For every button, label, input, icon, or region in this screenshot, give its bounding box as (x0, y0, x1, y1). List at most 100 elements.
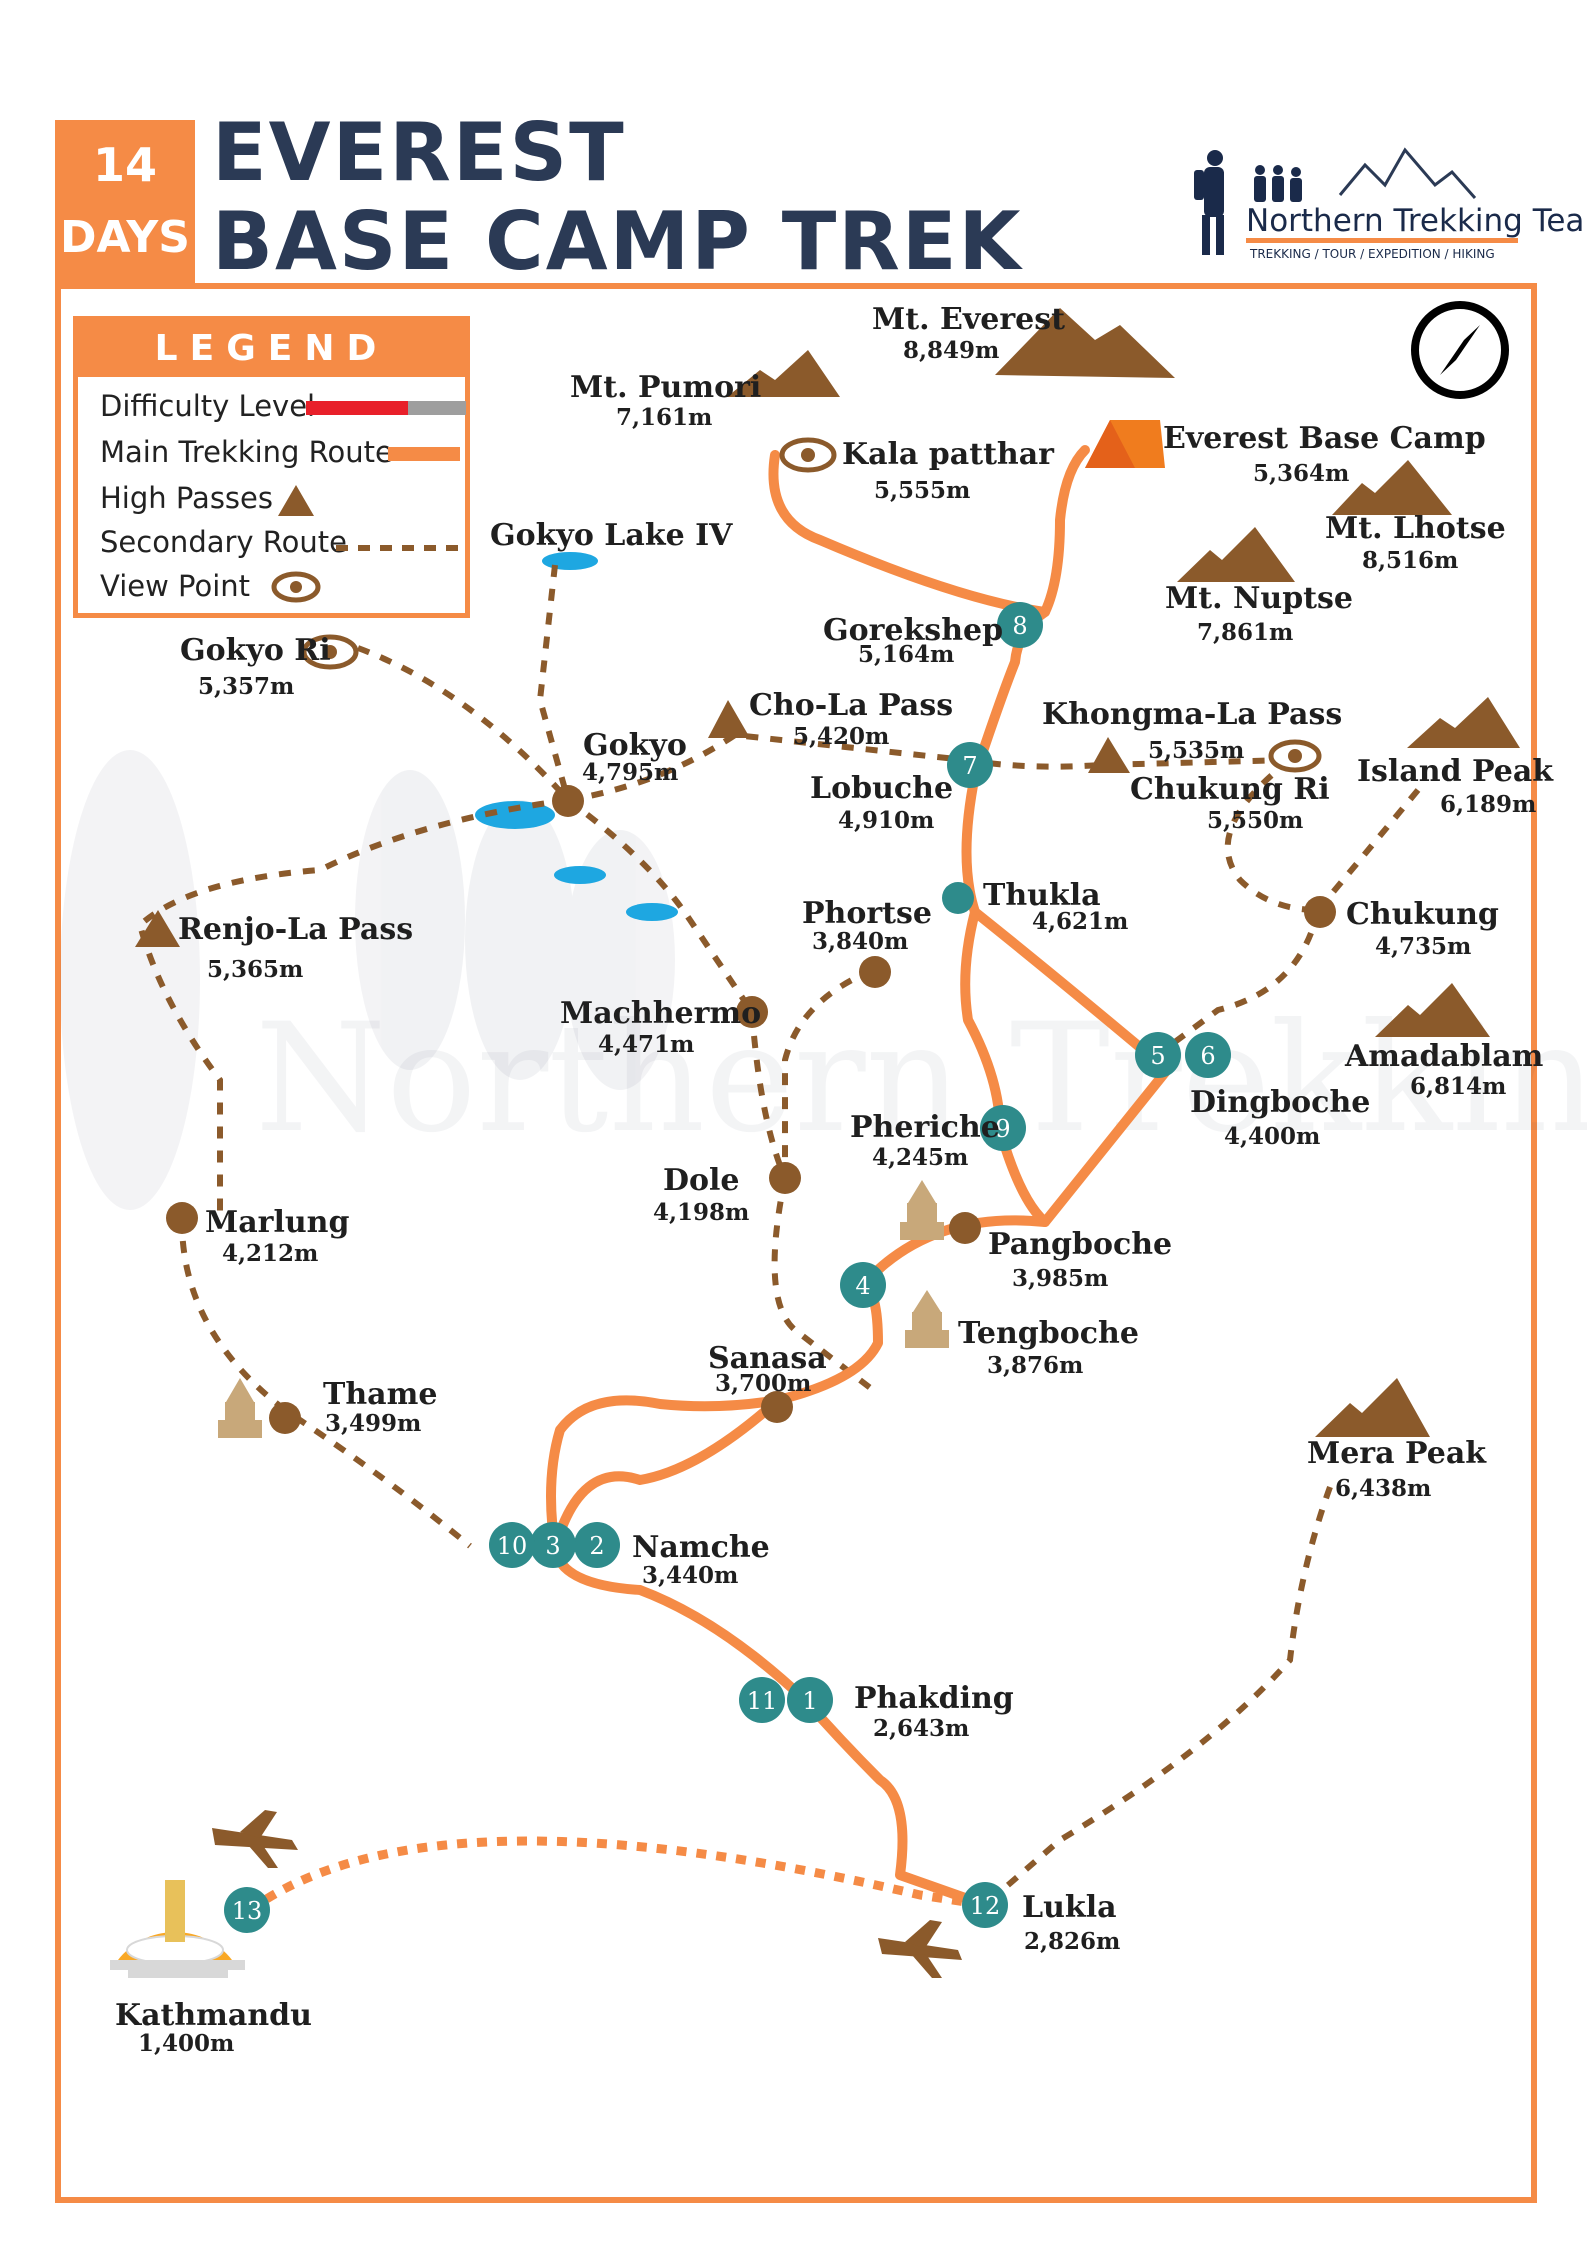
place-dot-machhermo (736, 996, 768, 1028)
difficulty-bar-fill (306, 401, 408, 415)
eye-icon-gokyo-ri (301, 634, 359, 670)
day-markers: 1 2 3 4 5 6 7 8 9 10 11 12 13 (224, 602, 1231, 1933)
place-dot-chukung (1304, 896, 1336, 928)
stupa-icon (110, 1880, 245, 1978)
elev-phakding: 2,643m (873, 1715, 970, 1742)
label-chukung-ri: Chukung Ri (1130, 772, 1330, 807)
route-phortse (782, 967, 875, 1178)
day-marker-3: 3 (545, 1532, 560, 1560)
mountain-icon-lhotse (1332, 460, 1452, 515)
plane-icon-kathmandu (212, 1810, 298, 1868)
elev-kathmandu: 1,400m (138, 2030, 235, 2057)
label-mt-lhotse: Mt. Lhotse (1325, 511, 1506, 546)
day-marker-13: 13 (232, 1897, 263, 1925)
place-dot-thame (269, 1402, 301, 1434)
pass-triangle-icon (1088, 737, 1130, 773)
flight-route (247, 1836, 986, 1914)
elev-amadablam: 6,814m (1410, 1073, 1507, 1100)
monastery-icon-thame (218, 1378, 262, 1438)
place-dot-gokyo (552, 785, 584, 817)
label-thame: Thame (323, 1377, 438, 1412)
place-dot-marlung (166, 1202, 198, 1234)
elev-gokyo-ri: 5,357m (198, 673, 295, 700)
elev-island-peak: 6,189m (1440, 791, 1537, 818)
logo-mountains-icon (1338, 147, 1477, 199)
elev-machhermo: 4,471m (598, 1031, 695, 1058)
route-chukung-ri-loop (1224, 757, 1319, 913)
elev-phortse: 3,840m (812, 928, 909, 955)
elev-mt-nuptse: 7,861m (1197, 619, 1294, 646)
legend-symbols (271, 401, 468, 603)
elev-gorekshep: 5,164m (858, 641, 955, 668)
map-frame (55, 283, 1537, 2203)
route-gokyo-lake (536, 564, 571, 801)
place-dot-dole (769, 1162, 801, 1194)
eye-icon-kala-patthar (779, 437, 837, 473)
label-kala-patthar: Kala patthar (842, 437, 1054, 472)
route-cho-la (567, 731, 966, 803)
route-island-peak (1315, 788, 1421, 912)
days-label: DAYS (60, 212, 190, 263)
day-marker-2: 2 (589, 1532, 604, 1560)
label-lobuche: Lobuche (810, 771, 954, 806)
elev-dingboche: 4,400m (1224, 1123, 1321, 1150)
day-marker-9: 9 (995, 1115, 1010, 1143)
legend-label-difficulty: Difficulty Level (100, 389, 316, 423)
route-gokyo-ri (356, 645, 571, 802)
elev-dole: 4,198m (653, 1199, 750, 1226)
label-chukung: Chukung (1346, 897, 1499, 932)
place-dot-pangboche (949, 1212, 981, 1244)
elev-lukla: 2,826m (1024, 1928, 1121, 1955)
elev-tengboche: 3,876m (987, 1352, 1084, 1379)
day-marker-5: 5 (1150, 1042, 1165, 1070)
route-dole-sanasa (771, 1177, 875, 1393)
legend-title: LEGEND (78, 321, 465, 377)
place-dot-sanasa (761, 1391, 793, 1423)
day-marker-10: 10 (497, 1532, 528, 1560)
label-marlung: Marlung (205, 1205, 350, 1240)
mountain-icon-nuptse (1177, 527, 1295, 582)
label-dole: Dole (663, 1163, 740, 1198)
label-pheriche: Pheriche (850, 1110, 1000, 1145)
elev-gokyo: 4,795m (582, 759, 679, 786)
label-renjo-la-pass: Renjo-La Pass (178, 912, 414, 947)
days-number: 14 (92, 138, 157, 192)
place-dot-phortse (859, 956, 891, 988)
elev-thukla: 4,621m (1032, 908, 1129, 935)
main-route (546, 445, 1172, 1910)
lake-icon (542, 552, 598, 570)
elev-khongma-la-pass: 5,535m (1148, 737, 1245, 764)
label-khongma-la-pass: Khongma-La Pass (1042, 697, 1343, 732)
logo-hikers-icon (1194, 150, 1302, 255)
days-badge: 14 DAYS (55, 120, 195, 285)
label-mt-pumori: Mt. Pumori (570, 370, 762, 405)
day-marker-12: 12 (970, 1892, 1001, 1920)
legend-label-secondary-route: Secondary Route (100, 525, 347, 559)
label-phortse: Phortse (802, 896, 933, 931)
pass-triangle-icon (135, 910, 180, 947)
label-gokyo-lake: Gokyo Lake IV (490, 518, 733, 553)
elev-everest-base-camp: 5,364m (1253, 460, 1350, 487)
label-lukla: Lukla (1022, 1890, 1117, 1925)
pass-triangle-icon (708, 700, 750, 738)
day-marker-11: 11 (747, 1687, 778, 1715)
label-mt-nuptse: Mt. Nuptse (1165, 581, 1353, 616)
label-island-peak: Island Peak (1357, 754, 1554, 789)
mountain-icon-everest (995, 308, 1175, 378)
label-thukla: Thukla (983, 878, 1101, 913)
elev-thame: 3,499m (325, 1410, 422, 1437)
elev-mera-peak: 6,438m (1335, 1475, 1432, 1502)
day-marker-8: 8 (1012, 612, 1027, 640)
brand-name: Northern Trekking Team (1246, 203, 1587, 239)
label-phakding: Phakding (854, 1681, 1014, 1716)
elev-namche: 3,440m (642, 1562, 739, 1589)
label-machhermo: Machhermo (560, 996, 762, 1031)
label-amadablam: Amadablam (1345, 1039, 1544, 1074)
elev-mt-lhotse: 8,516m (1362, 547, 1459, 574)
label-pangboche: Pangboche (988, 1227, 1173, 1262)
elev-lobuche: 4,910m (838, 807, 935, 834)
label-tengboche: Tengboche (958, 1316, 1139, 1351)
legend: LEGEND Difficulty Level Main Trekking Ro… (73, 316, 470, 618)
place-dots (166, 785, 1336, 1434)
